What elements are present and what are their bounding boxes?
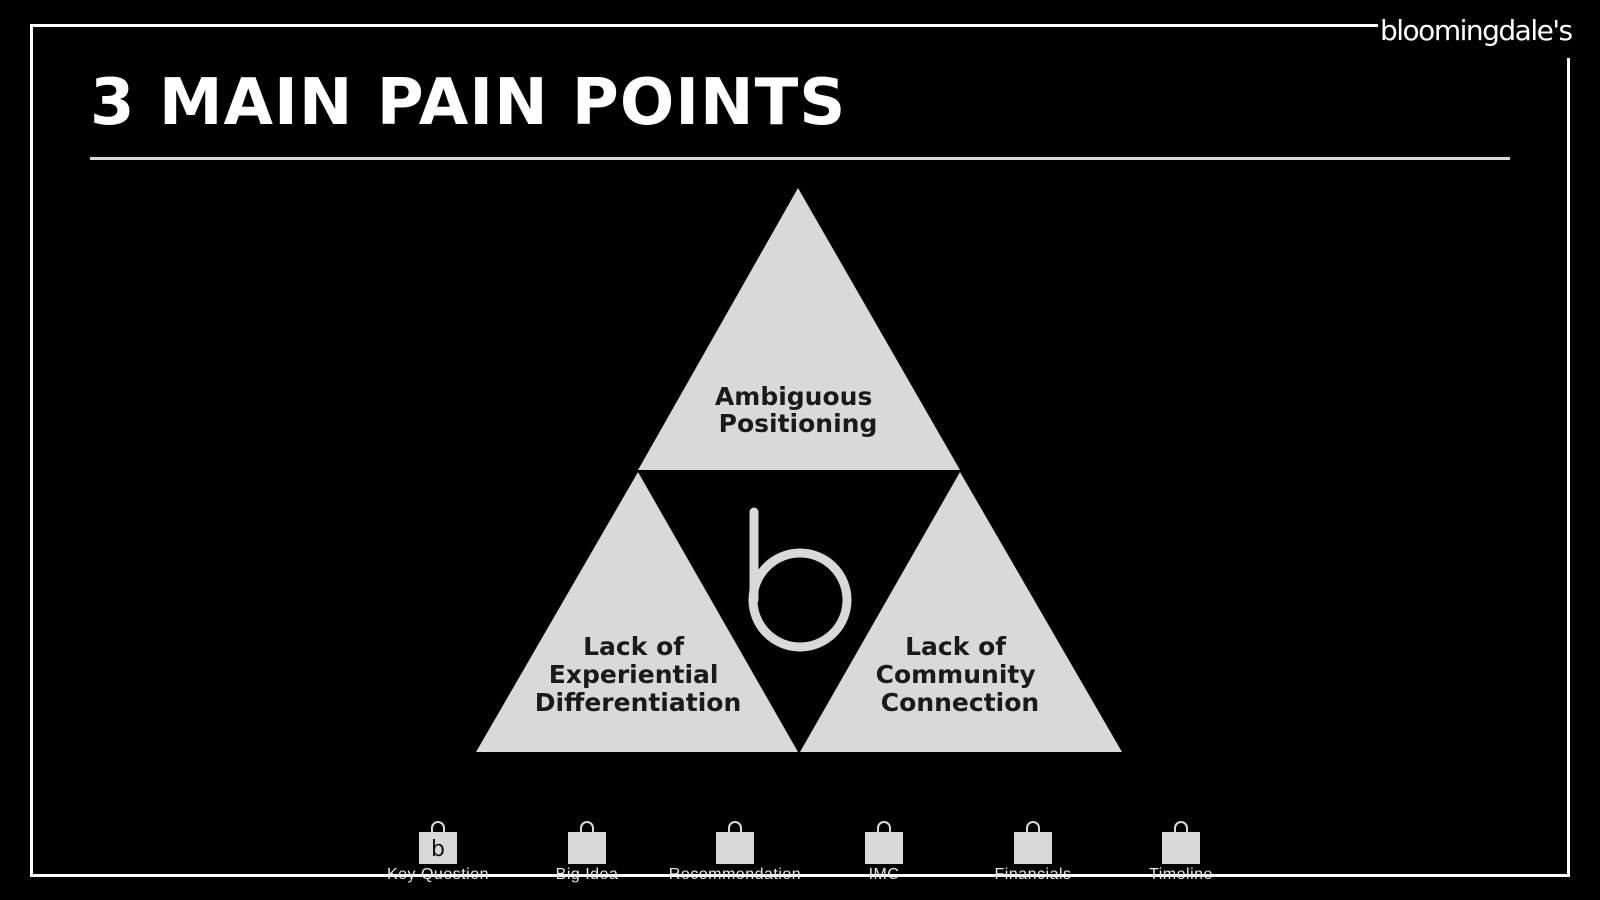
nav-label: IMC xyxy=(868,866,900,883)
shopping-bag-icon xyxy=(716,821,754,864)
frame-left-line xyxy=(30,24,33,877)
nav-label: Financials xyxy=(994,866,1072,883)
shopping-bag-icon: b xyxy=(419,821,457,864)
nav-label: Recommendation xyxy=(668,866,802,883)
page-title: 3 MAIN PAIN POINTS xyxy=(90,66,847,140)
section-nav: b Key Question Big Idea Recommendation I… xyxy=(0,820,1600,900)
pain-point-right-line2: Community xyxy=(876,660,1036,689)
shopping-bag-icon xyxy=(1014,821,1052,864)
pain-point-left-line2: Experiential xyxy=(549,660,719,689)
triangle-top xyxy=(638,188,960,470)
pain-point-top-line1: Ambiguous xyxy=(715,382,872,411)
frame-right-line xyxy=(1567,58,1570,877)
bag-letter: b xyxy=(431,837,445,862)
nav-item-big-idea[interactable]: Big Idea xyxy=(512,820,662,884)
pain-point-right-line1: Lack of xyxy=(905,632,1007,661)
frame-bottom-line xyxy=(30,874,1570,877)
pain-point-top-line2: Positioning xyxy=(719,409,878,438)
frame-top-line xyxy=(30,24,1378,27)
nav-label: Timeline xyxy=(1149,866,1213,883)
shopping-bag-icon xyxy=(1162,821,1200,864)
triangle-right xyxy=(800,472,1122,752)
triangle-left xyxy=(476,472,798,752)
pain-point-left-label: Lack of Experiential Differentiation xyxy=(535,632,742,717)
nav-item-recommendation[interactable]: Recommendation xyxy=(660,820,810,884)
pain-point-top-label: Ambiguous Positioning xyxy=(715,382,881,438)
pain-point-right-label: Lack of Community Connection xyxy=(876,632,1045,717)
nav-item-imc[interactable]: IMC xyxy=(809,820,959,884)
nav-label: Key Question xyxy=(386,866,490,883)
nav-label: Big Idea xyxy=(555,866,619,883)
pain-point-left-line3: Differentiation xyxy=(535,688,742,717)
pain-point-left-line1: Lack of xyxy=(583,632,685,661)
nav-item-key-question[interactable]: b Key Question xyxy=(363,820,513,884)
nav-item-timeline[interactable]: Timeline xyxy=(1106,820,1256,884)
nav-item-financials[interactable]: Financials xyxy=(958,820,1108,884)
brand-logo: bloomingdale's xyxy=(1380,14,1573,47)
shopping-bag-icon xyxy=(865,821,903,864)
center-b-logo-icon xyxy=(748,507,852,652)
shopping-bag-icon xyxy=(568,821,606,864)
pain-point-right-line3: Connection xyxy=(881,688,1039,717)
title-divider xyxy=(90,157,1510,160)
